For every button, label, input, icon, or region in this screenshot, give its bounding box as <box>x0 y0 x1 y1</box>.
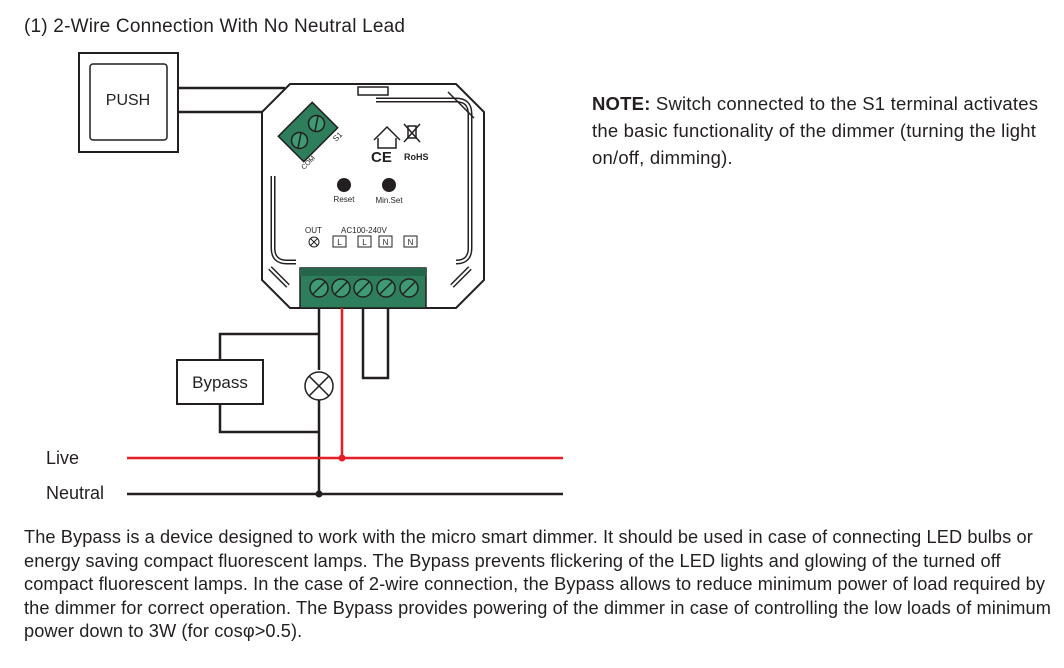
ac-label: AC100-240V <box>341 226 387 235</box>
neutral-label: Neutral <box>46 483 104 503</box>
out-label: OUT <box>305 226 322 235</box>
reset-label: Reset <box>334 195 356 204</box>
note-body: Switch connected to the S1 terminal acti… <box>592 93 1039 168</box>
minset-button[interactable] <box>382 178 396 192</box>
svg-text:N: N <box>408 238 414 247</box>
diagram-title: (1) 2-Wire Connection With No Neutral Le… <box>24 16 406 37</box>
svg-text:L: L <box>337 238 342 247</box>
live-junction <box>338 454 346 462</box>
svg-text:L: L <box>362 238 367 247</box>
weee-icon <box>373 123 421 149</box>
wiring-diagram: PUSH S1 COM <box>46 52 563 503</box>
live-label: Live <box>46 448 79 468</box>
note-label: NOTE: <box>592 93 651 114</box>
rohs-mark: RoHS <box>404 152 429 162</box>
reset-button[interactable] <box>337 178 351 192</box>
ce-mark: CE <box>371 149 392 166</box>
dimmer-module: S1 COM CE RoHS Reset Min.Set OUT AC100-2… <box>261 83 485 309</box>
svg-text:N: N <box>383 238 389 247</box>
push-label: PUSH <box>106 92 150 109</box>
bypass-label: Bypass <box>192 373 248 392</box>
bypass-description: The Bypass is a device designed to work … <box>24 527 1051 642</box>
neutral-junction <box>315 490 323 498</box>
terminal-labels: L L N N <box>332 235 418 248</box>
out-symbol-icon <box>308 236 320 248</box>
main-terminal-block <box>299 267 427 309</box>
s1-com-terminal <box>277 101 339 163</box>
push-switch: PUSH <box>78 52 179 153</box>
minset-label: Min.Set <box>375 196 403 205</box>
lamp-icon <box>304 371 334 401</box>
bypass-device: Bypass <box>176 359 264 405</box>
note-text: NOTE: Switch connected to the S1 termina… <box>592 90 1042 171</box>
